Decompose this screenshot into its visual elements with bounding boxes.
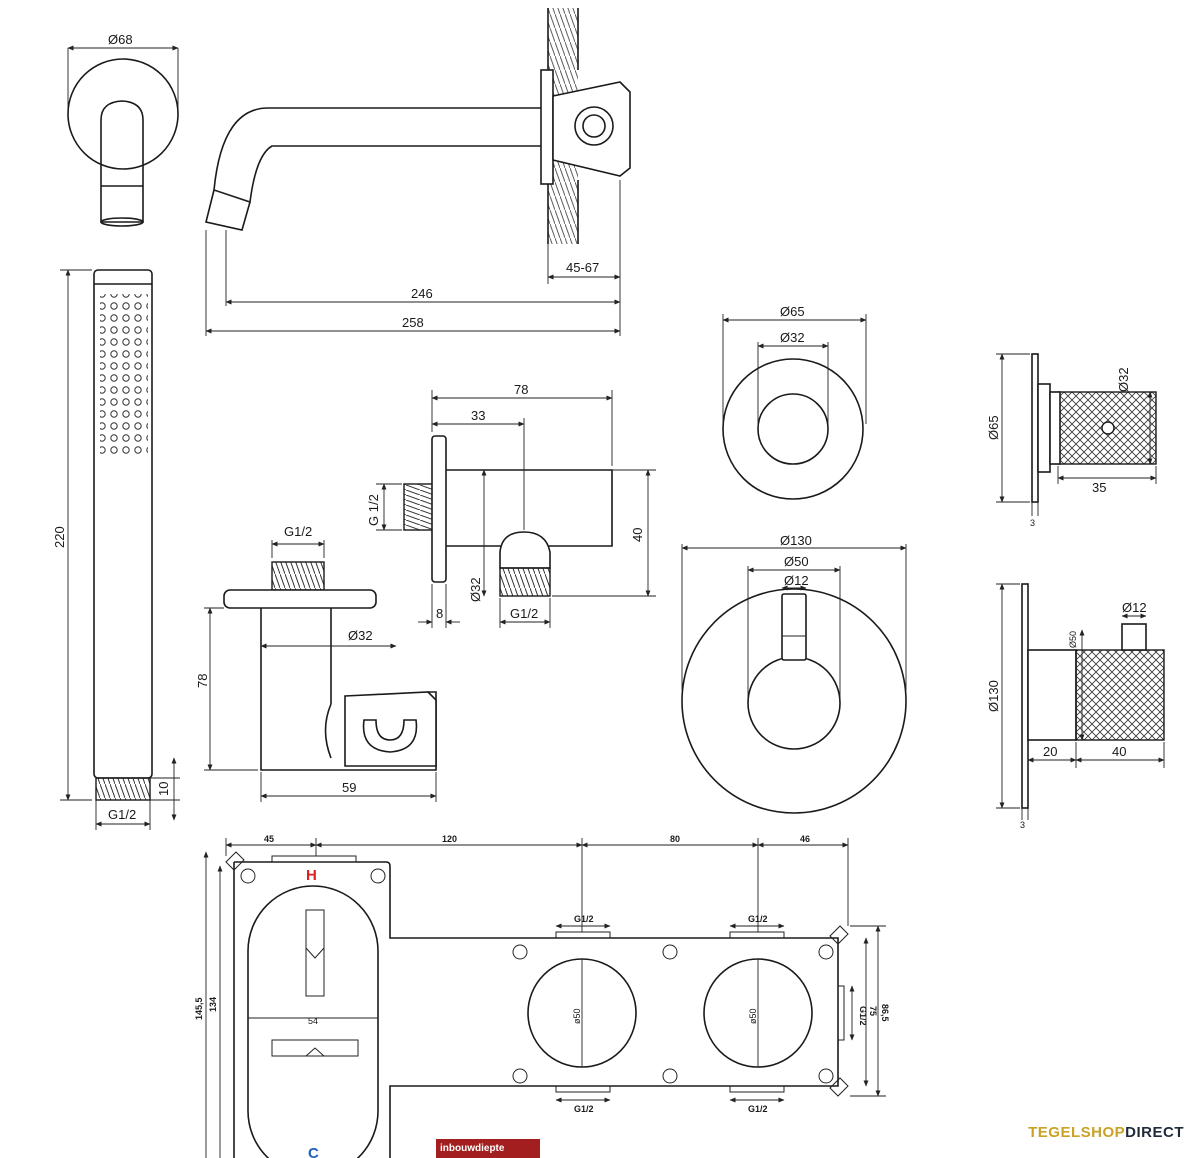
hand-shower-thread: G1/2 [108, 807, 136, 822]
thermo-side-lever: Ø12 [1122, 600, 1147, 615]
box-hole-2: ø50 [748, 1008, 758, 1024]
outlet-dia: Ø32 [468, 577, 483, 602]
outlet-length: 78 [514, 382, 528, 397]
thermo-side-knob: Ø50 [1068, 631, 1078, 648]
brand-part-2: DIRECT [1125, 1124, 1184, 1141]
spout-side-view: 45-67 246 258 [205, 8, 631, 336]
box-h-right2: 75 [868, 1006, 878, 1016]
thermo-side-rosette: Ø130 [986, 680, 1001, 712]
outlet-thread-bottom: G1/2 [510, 606, 538, 621]
thermo-rosette-dia: Ø130 [780, 533, 812, 548]
stop-side-plate: 3 [1030, 518, 1035, 528]
outlet-thread-side: G 1/2 [366, 494, 381, 526]
installation-depth-badge: inbouwdiepte [436, 1139, 540, 1158]
holder-dia: Ø32 [348, 628, 373, 643]
box-thread-bot-2: G1/2 [748, 1104, 768, 1114]
stop-side-rosette: Ø65 [986, 415, 1001, 440]
hand-shower: 220 10 G1/2 [52, 269, 180, 830]
box-h-inner: 134 [208, 997, 218, 1012]
thermo-lever-dia: Ø12 [784, 573, 809, 588]
box-thread-side: G1/2 [858, 1006, 868, 1026]
box-inner-width: 54 [308, 1016, 318, 1026]
hand-shower-thread-len: 10 [156, 782, 171, 796]
box-thread-top-1: G1/2 [574, 914, 594, 924]
spout-front-view: Ø68 [67, 32, 179, 227]
box-w4: 46 [800, 834, 810, 844]
box-w3: 80 [670, 834, 680, 844]
outlet-flange: 8 [436, 606, 443, 621]
thermostat-side: Ø130 Ø50 Ø12 20 40 3 [986, 583, 1165, 830]
box-h-total: 145,5 [194, 997, 204, 1020]
thermo-side-plate: 3 [1020, 820, 1025, 830]
outlet-center: 33 [471, 408, 485, 423]
stop-knob-dia: Ø32 [780, 330, 805, 345]
box-h-right: 86,5 [880, 1004, 890, 1022]
thermo-knob-dia: Ø50 [784, 554, 809, 569]
spout-projection-inner: 246 [411, 286, 433, 301]
stop-rosette-dia: Ø65 [780, 304, 805, 319]
stop-side-length: 35 [1092, 480, 1106, 495]
hot-label: H [306, 867, 317, 884]
wall-outlet: 78 33 G 1/2 40 Ø32 8 G1/2 [366, 382, 656, 628]
stop-valve-front: Ø65 Ø32 [722, 304, 867, 500]
brand-logo: TEGELSHOPDIRECT [1028, 1124, 1184, 1141]
box-w2: 120 [442, 834, 457, 844]
thermo-side-offset: 20 [1043, 744, 1057, 759]
wall-holder: G1/2 78 Ø32 59 [195, 524, 437, 802]
mounting-box: 54 H C ø50 ø50 G1/2 G1/2 G1/2 [194, 834, 890, 1158]
stop-valve-side: Ø65 Ø32 35 3 [986, 353, 1157, 528]
holder-depth: 59 [342, 780, 356, 795]
box-thread-bot-1: G1/2 [574, 1104, 594, 1114]
stop-side-knob: Ø32 [1116, 367, 1131, 392]
brand-part-1: TEGELSHOP [1028, 1124, 1126, 1141]
holder-thread: G1/2 [284, 524, 312, 539]
outlet-height: 40 [630, 528, 645, 542]
box-w1: 45 [264, 834, 274, 844]
spout-wall-depth: 45-67 [566, 260, 599, 275]
thermo-side-length: 40 [1112, 744, 1126, 759]
box-hole-1: ø50 [572, 1008, 582, 1024]
spout-flange-dia: Ø68 [108, 32, 133, 47]
cold-label: C [308, 1145, 319, 1158]
spout-projection-total: 258 [402, 315, 424, 330]
holder-height: 78 [195, 674, 210, 688]
hand-shower-length: 220 [52, 526, 67, 548]
thermostat-front: Ø130 Ø50 Ø12 [681, 533, 907, 814]
